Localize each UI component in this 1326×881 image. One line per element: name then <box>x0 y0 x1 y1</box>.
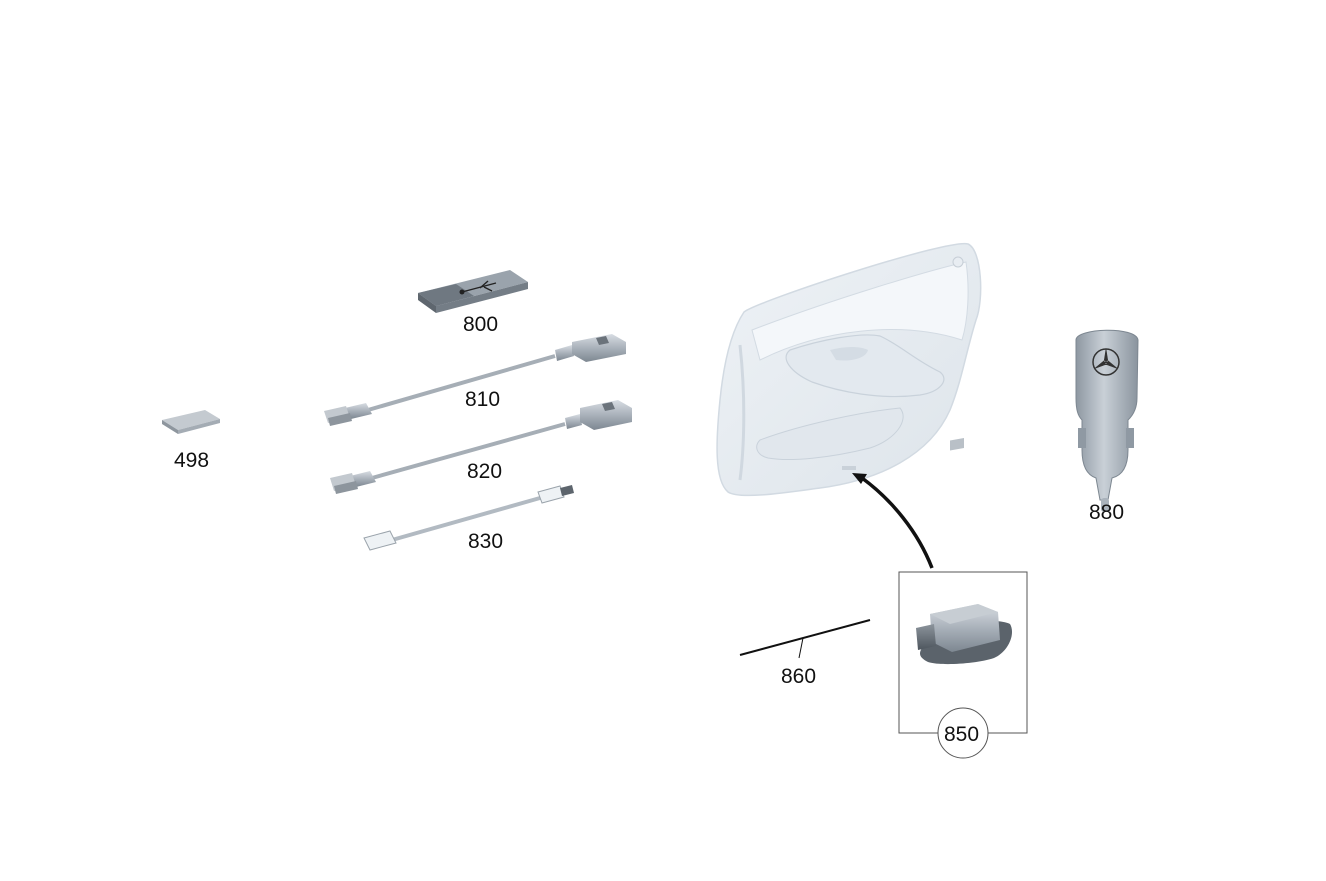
adapter-cable-icon <box>330 400 632 494</box>
label-800: 800 <box>463 313 498 336</box>
label-810: 810 <box>465 388 500 411</box>
arrow-pointer <box>852 473 934 569</box>
three-pointed-star-icon <box>1092 348 1120 376</box>
usb-stick-icon <box>418 270 528 313</box>
label-880: 880 <box>1089 501 1124 524</box>
usb-socket-detail-box <box>898 571 1028 759</box>
sd-card-icon <box>162 410 220 434</box>
car-charger-icon <box>1075 329 1139 512</box>
cable-line-icon <box>739 619 871 659</box>
label-830: 830 <box>468 530 503 553</box>
label-860: 860 <box>781 665 816 688</box>
usb-socket-icon <box>916 438 1013 665</box>
label-850: 850 <box>944 723 979 746</box>
label-820: 820 <box>467 460 502 483</box>
label-498: 498 <box>174 449 209 472</box>
usb-cable-icon <box>363 485 574 551</box>
adapter-cable-icon <box>324 334 626 426</box>
door-trim-panel-icon <box>716 242 982 497</box>
